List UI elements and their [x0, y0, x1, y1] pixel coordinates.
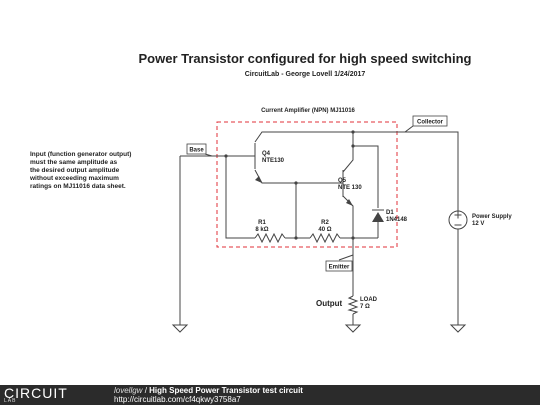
resistor-r1-icon	[254, 232, 286, 244]
current-amplifier-block	[216, 121, 398, 248]
load-ref: LOAD	[360, 297, 378, 303]
r2-value: 40 Ω	[318, 227, 331, 233]
diode-d1-icon	[372, 209, 384, 222]
circuitlab-logo-sub: LAB	[4, 398, 17, 404]
page-title: Power Transistor configured for high spe…	[139, 51, 472, 66]
ground-icon	[449, 324, 467, 333]
collector-tag: Collector	[404, 115, 448, 133]
block-label: Current Amplifier (NPN) MJ11016	[261, 108, 355, 114]
base-tag: Base	[186, 143, 213, 157]
note-line: must the same amplitude as	[30, 159, 117, 166]
junction-dot	[294, 236, 298, 240]
emitter-arrow-icon	[255, 176, 262, 183]
supply-name: Power Supply	[472, 214, 512, 220]
collector-tag-label: Collector	[417, 120, 444, 126]
r1-ref: R1	[258, 220, 266, 226]
note-line: Input (function generator output)	[30, 151, 131, 158]
base-tag-label: Base	[189, 148, 204, 154]
q4-ref: Q4	[262, 151, 271, 157]
input-note: Input (function generator output) must t…	[29, 151, 131, 190]
circuit-title-link[interactable]: High Speed Power Transistor test circuit	[149, 386, 303, 395]
author-link[interactable]: lovellgw	[114, 386, 143, 395]
junction-dot	[294, 181, 298, 185]
junctions	[224, 130, 355, 240]
note-line: ratings on MJ11016 data sheet.	[30, 183, 126, 190]
d1-ref: D1	[386, 210, 394, 216]
q4-value: NTE130	[262, 158, 285, 164]
transistor-q5	[334, 170, 353, 206]
junction-dot	[351, 130, 355, 134]
footer-title-line: lovellgw / High Speed Power Transistor t…	[114, 386, 303, 395]
ground-icon	[171, 324, 189, 333]
ground-icon	[344, 324, 362, 333]
q5-ref: Q5	[338, 178, 347, 184]
q5-value: NTE 130	[338, 185, 362, 191]
note-line: without exceeding maximum	[29, 175, 119, 182]
page-subtitle: CircuitLab - George Lovell 1/24/2017	[245, 71, 366, 78]
title-separator: /	[142, 386, 150, 395]
load-resistor-icon	[347, 295, 359, 315]
load-value: 7 Ω	[360, 304, 370, 310]
junction-dot	[351, 144, 355, 148]
emitter-arrow-icon	[346, 199, 353, 206]
supply-value: 12 V	[472, 221, 484, 227]
d1-value: 1N4148	[386, 217, 408, 223]
transistor-q4	[246, 143, 262, 183]
power-supply-icon	[448, 210, 468, 230]
r2-ref: R2	[321, 220, 329, 226]
r1-value: 8 kΩ	[255, 227, 268, 233]
circuit-url-link[interactable]: http://circuitlab.com/cf4qkwy3758a7	[114, 395, 241, 404]
emitter-tag-label: Emitter	[329, 265, 350, 271]
output-label: Output	[316, 299, 343, 308]
junction-dot	[224, 154, 228, 158]
junction-dot	[351, 236, 355, 240]
schematic-canvas: Power Transistor configured for high spe…	[29, 51, 512, 333]
resistor-r2-icon	[309, 232, 341, 244]
note-line: the desired output amplitude	[30, 167, 120, 174]
circuitlab-logo[interactable]: CIRCUIT	[4, 385, 68, 401]
footer-bar: CIRCUIT LAB lovellgw / High Speed Power …	[0, 385, 540, 405]
emitter-tag: Emitter	[325, 254, 354, 272]
